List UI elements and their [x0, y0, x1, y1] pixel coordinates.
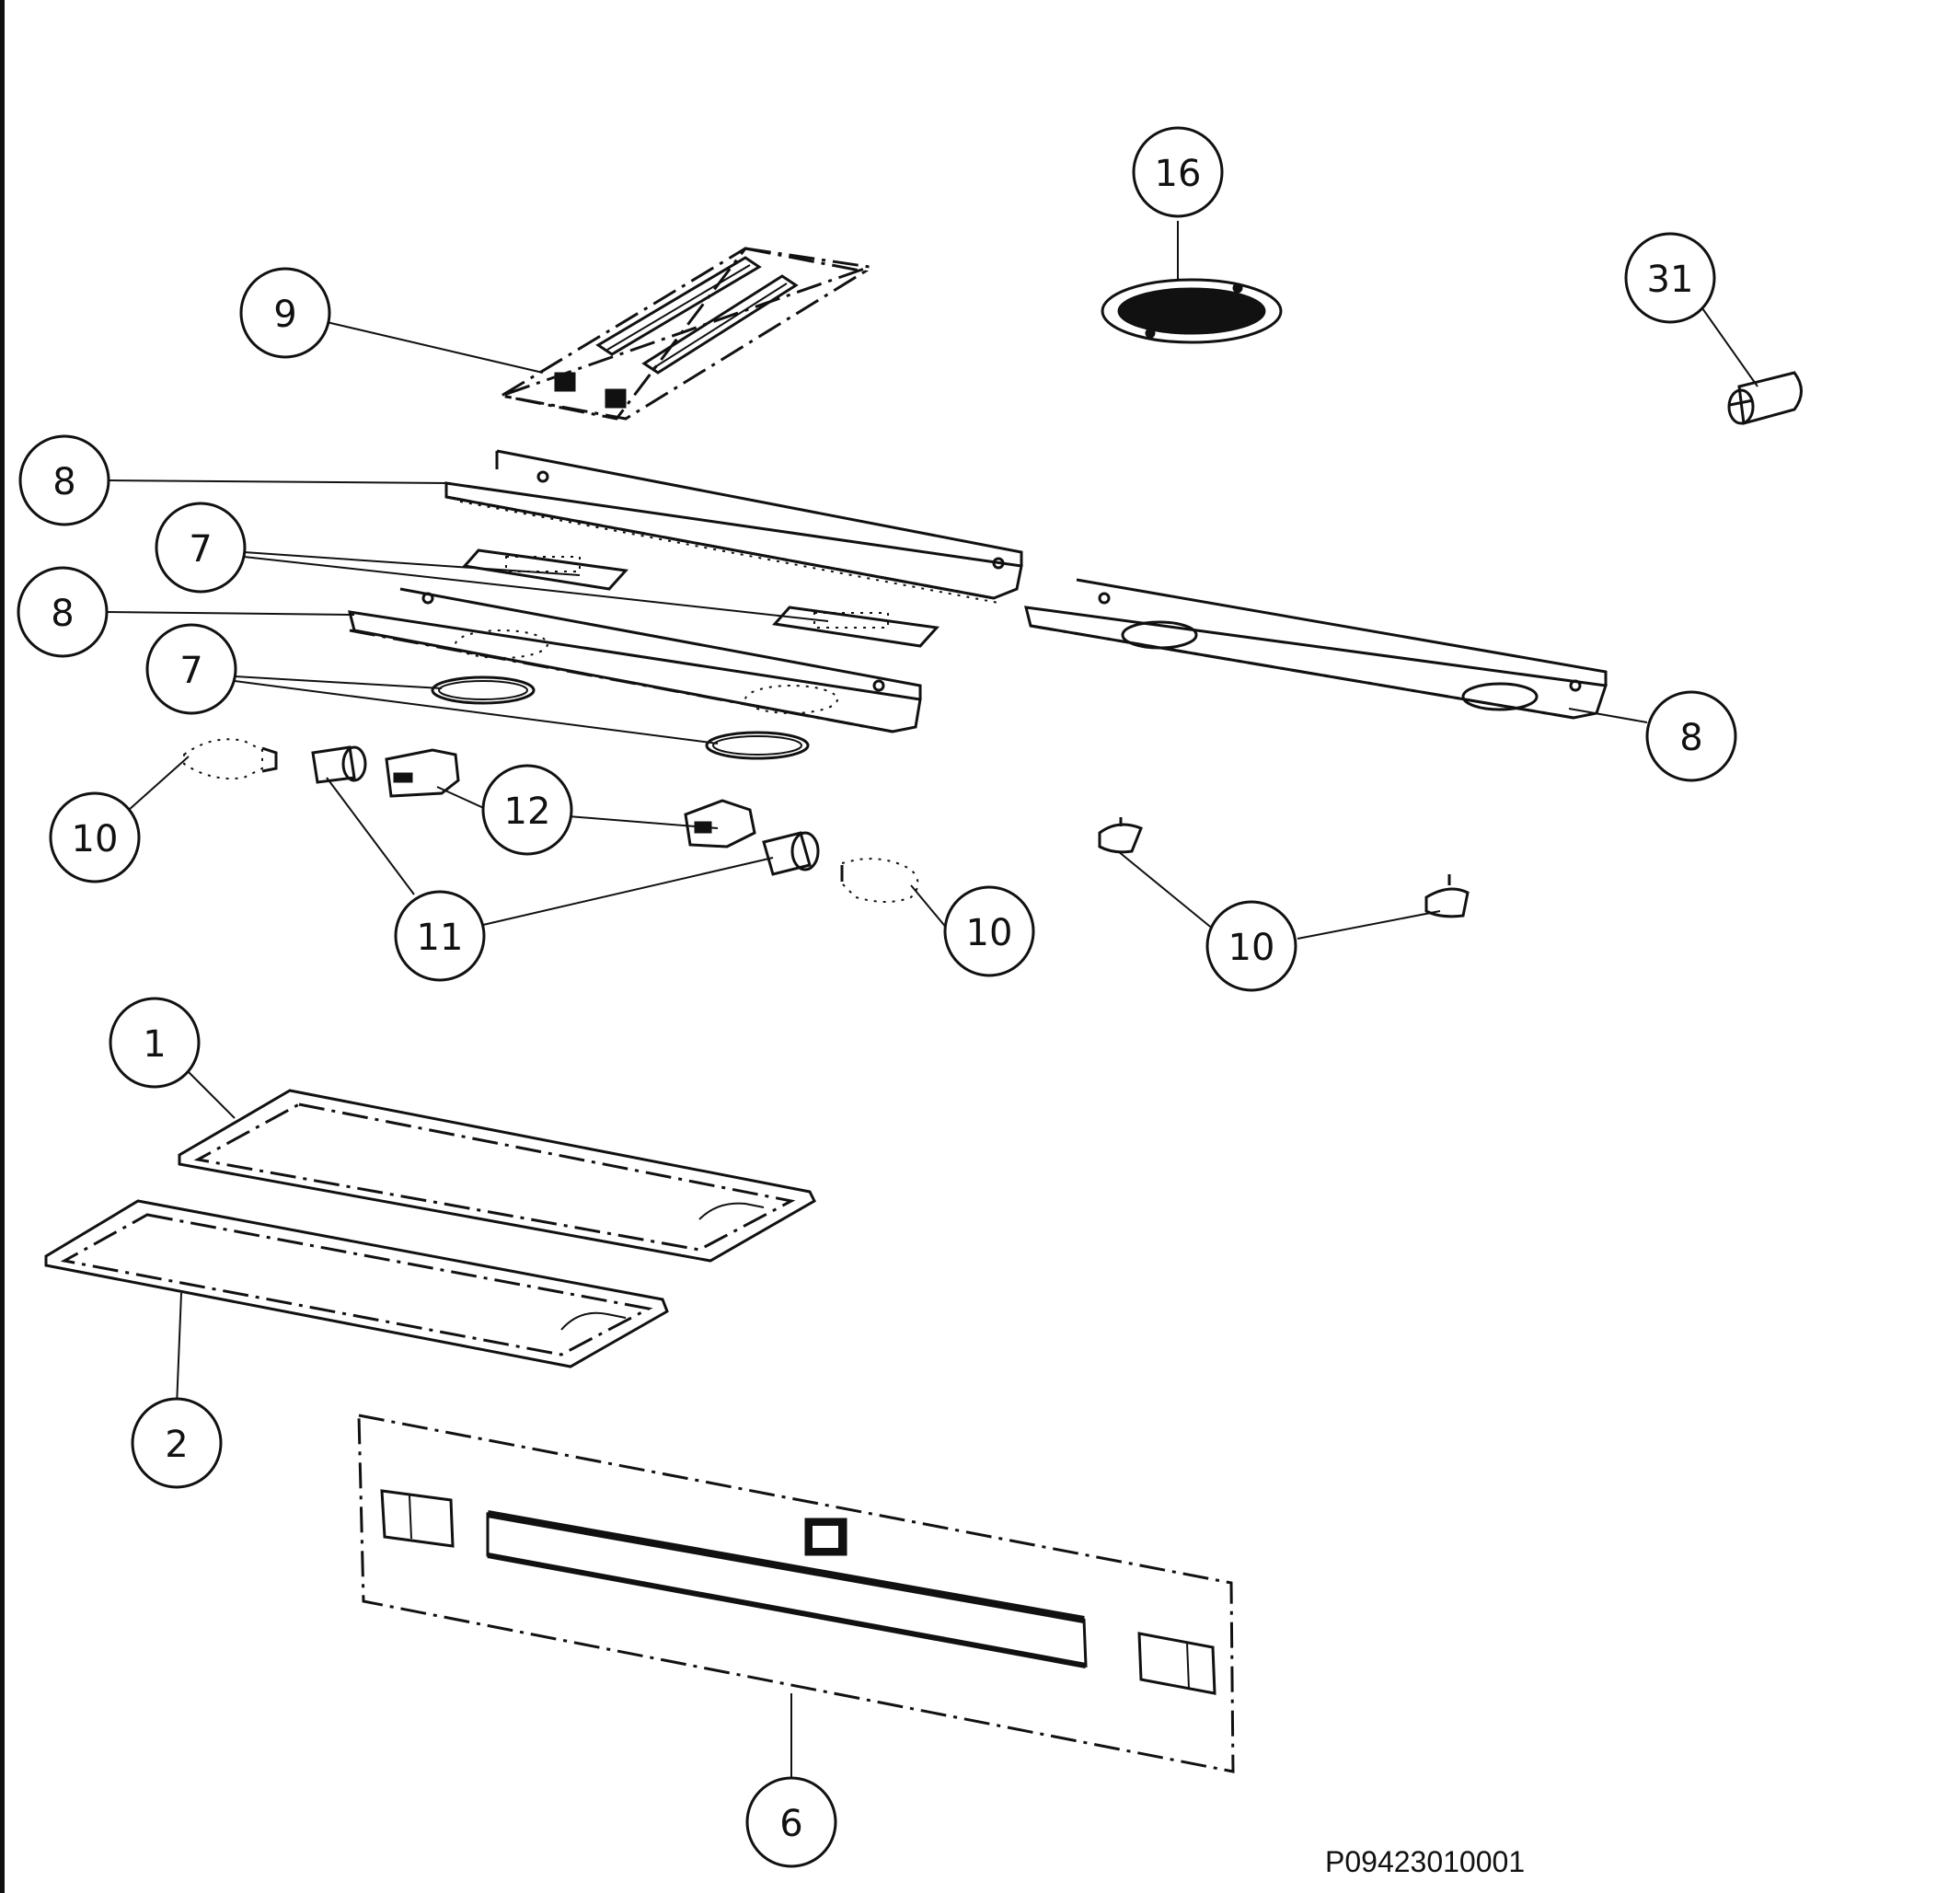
- part-11-socket-left: [311, 745, 367, 784]
- callout-7-upper: 7: [155, 502, 247, 594]
- part-9-rail-kit: [496, 247, 870, 421]
- callout-8-right: 8: [1645, 690, 1737, 782]
- callout-11: 11: [394, 890, 486, 982]
- leader-lines: [105, 221, 1758, 1779]
- svg-text:1: 1: [143, 1023, 166, 1066]
- svg-text:6: 6: [779, 1803, 802, 1845]
- part-31-knob: [1727, 371, 1803, 425]
- drawing-id: P09423010001: [1325, 1845, 1526, 1878]
- svg-text:10: 10: [1228, 927, 1275, 969]
- callout-10-right: 10: [943, 885, 1035, 977]
- svg-text:10: 10: [966, 912, 1013, 954]
- svg-text:7: 7: [179, 650, 202, 692]
- part-11-socket-right: [762, 831, 820, 876]
- svg-text:8: 8: [51, 593, 74, 635]
- svg-text:2: 2: [165, 1424, 188, 1466]
- callout-12: 12: [481, 764, 573, 856]
- part-8-bracket-right: [1024, 578, 1608, 720]
- callout-1: 1: [109, 997, 201, 1089]
- svg-text:12: 12: [504, 791, 551, 833]
- svg-text:8: 8: [1679, 717, 1702, 759]
- part-7-rings: [431, 675, 810, 760]
- callout-31: 31: [1624, 232, 1716, 324]
- callout-6: 6: [745, 1776, 837, 1868]
- part-10-bulb-left: [183, 738, 278, 779]
- part-8-bracket-middle: [347, 587, 922, 733]
- callout-16: 16: [1132, 126, 1224, 218]
- callout-8-upper: 8: [18, 434, 110, 526]
- svg-text:16: 16: [1155, 153, 1202, 195]
- callout-8-middle: 8: [17, 566, 109, 658]
- left-border: [0, 0, 5, 1893]
- callout-2: 2: [131, 1397, 223, 1489]
- part-12-lampholder-left: [385, 748, 460, 798]
- callout-7-lower: 7: [145, 623, 237, 715]
- svg-text:7: 7: [189, 528, 212, 571]
- part-10-bulb-right: [840, 858, 919, 903]
- callout-10-left: 10: [49, 791, 141, 883]
- part-8-bracket-upper: [444, 449, 1023, 604]
- part-10-halogen-left: [1098, 817, 1143, 854]
- svg-text:31: 31: [1647, 259, 1694, 301]
- part-10-halogen-right: [1424, 874, 1470, 918]
- callout-10-halogen: 10: [1205, 900, 1297, 992]
- svg-text:9: 9: [273, 294, 296, 336]
- part-12-lampholder-right: [684, 799, 756, 848]
- svg-text:10: 10: [72, 818, 119, 860]
- svg-text:11: 11: [417, 917, 464, 959]
- svg-text:8: 8: [52, 461, 75, 503]
- part-16-round-grille: [1101, 278, 1283, 344]
- part-2-grease-filter: [44, 1199, 669, 1368]
- callout-9: 9: [239, 267, 331, 359]
- part-1-grease-filter: [178, 1089, 816, 1263]
- part-7-pads: [462, 548, 940, 648]
- part-6-trim-strip: [357, 1414, 1235, 1773]
